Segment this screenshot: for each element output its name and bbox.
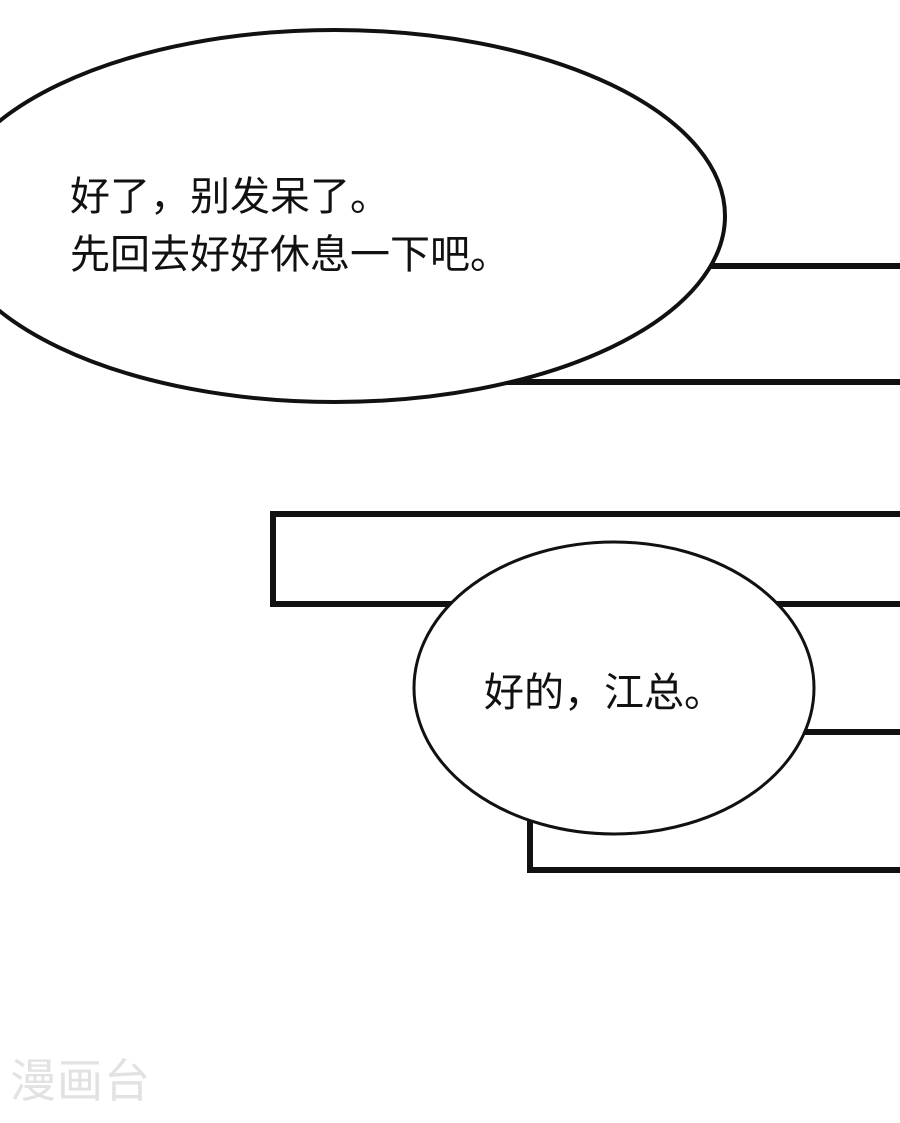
- watermark-logo: 漫画台: [10, 1054, 151, 1108]
- speech-line: 好了，别发呆了。: [70, 174, 390, 220]
- speech-bubble-2-text: 好的，江总。: [484, 670, 724, 716]
- speech-line: 先回去好好休息一下吧。: [70, 232, 510, 278]
- speech-bubble-1: [0, 28, 727, 404]
- speech-bubble-2: [412, 540, 816, 836]
- speech-bubble-1-text: 好了，别发呆了。 先回去好好休息一下吧。: [70, 168, 510, 284]
